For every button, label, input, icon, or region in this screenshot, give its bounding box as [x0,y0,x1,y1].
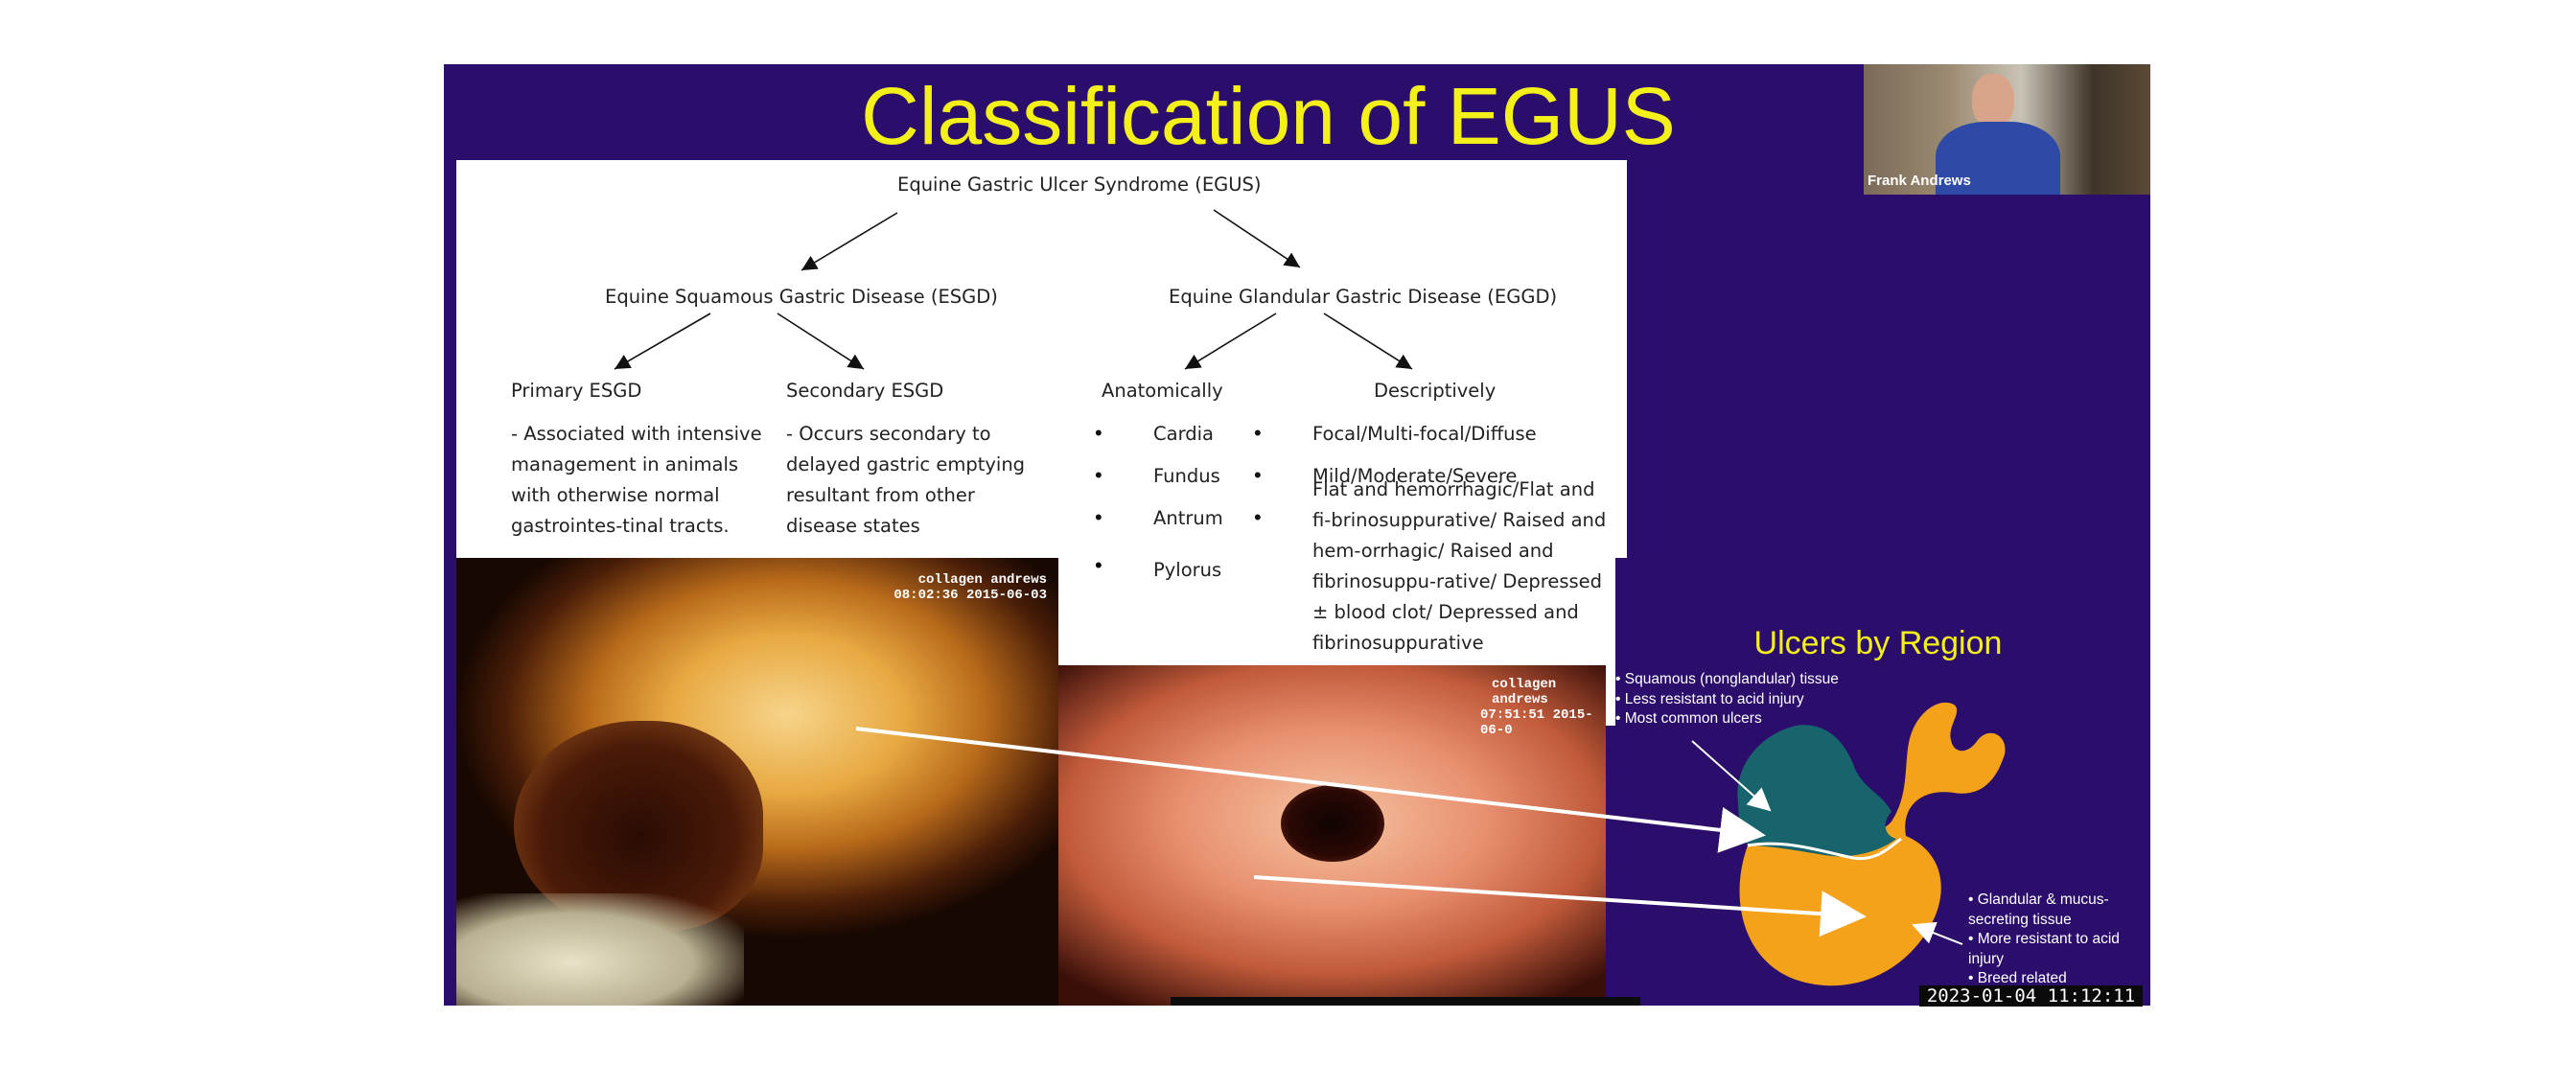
list-bullet: • [1095,421,1102,445]
eggd-node: Equine Glandular Gastric Disease (EGGD) [1169,286,1558,308]
arrow-to-esgd [801,212,898,271]
stomach-diagram [855,702,2006,986]
arrow-to-primary [614,313,711,370]
secondary-esgd-label: Secondary ESGD [786,380,944,402]
list-bullet: • [1095,505,1102,529]
arrow-to-eggd [1213,209,1301,268]
photo-datetime: 08:02:36 2015-06-03 [893,588,1047,603]
classification-chart: Equine Gastric Ulcer Syndrome (EGUS) Equ… [456,160,1627,558]
endoscopy-photo-squamous: collagen andrews 08:02:36 2015-06-03 [456,558,1058,1006]
photo-caption: collagen andrews [1492,677,1557,707]
anatomic-item: Pylorus [1153,559,1222,581]
primary-esgd-desc: - Associated with intensive management i… [511,423,762,537]
anatomically-label: Anatomically [1102,380,1223,402]
pointer-glandular [1253,875,1867,938]
arrow-to-secondary [777,313,865,370]
descriptive-item: Flat and hemorrhagic/Flat and fi-brinosu… [1312,478,1607,654]
bottom-strip [1171,997,1640,1006]
squamous-note: Most common ulcers [1615,709,1839,729]
note-pointer-squamous [1691,740,1772,812]
list-bullet: • [1254,463,1262,487]
arrow-to-descriptively [1323,313,1413,370]
squamous-notes: Squamous (nonglandular) tissue Less resi… [1615,670,1839,729]
region-border [1747,837,1902,861]
glandular-note: More resistant to acid injury [1968,930,2150,969]
descriptive-item: Focal/Multi-focal/Diffuse [1312,423,1537,445]
list-bullet: • [1254,421,1262,445]
recording-timestamp: 2023-01-04 11:12:11 [1919,985,2143,1007]
ulcers-by-region-title: Ulcers by Region [1753,625,2003,661]
esgd-node: Equine Squamous Gastric Disease (ESGD) [605,286,998,308]
squamous-note: Less resistant to acid injury [1615,690,1839,710]
root-node: Equine Gastric Ulcer Syndrome (EGUS) [897,174,1262,196]
primary-esgd-label: Primary ESGD [511,380,642,402]
descriptively-label: Descriptively [1374,380,1497,402]
chart-arrows [614,209,1413,370]
glandular-notes: Glandular & mucus-secreting tissue More … [1968,891,2150,1004]
arrow-to-anatomically [1184,313,1277,370]
list-bullet: • [1254,505,1262,529]
photo-pylorus [1281,785,1384,862]
squamous-note: Squamous (nonglandular) tissue [1615,670,1839,690]
webcam-thumbnail[interactable]: Frank Andrews [1864,64,2150,195]
squamous-region [1737,725,1896,857]
slide-title: Classification of EGUS [861,71,1676,161]
photo-overlay-text: collagen andrews 08:02:36 2015-06-03 [893,572,1047,603]
anatomic-item: Cardia [1153,423,1214,445]
pointer-squamous [855,727,1766,853]
presenter-body [1936,122,2060,195]
photo-datetime: 07:51:51 2015-06-0 [1480,707,1593,738]
endoscopy-photo-glandular: collagen andrews 07:51:51 2015-06-0 [1058,665,1606,1006]
presentation-slide: Classification of EGUS Equine Gastric Ul… [444,64,2150,1006]
note-pointer-glandular [1912,921,1963,945]
anatomic-item: Antrum [1153,507,1223,529]
anatomic-item: Fundus [1153,465,1220,487]
descriptive-item: Mild/Moderate/Severe [1312,465,1518,487]
glandular-note: Breed related [1968,969,2150,989]
list-bullet: • [1095,553,1102,577]
photo-caption: collagen andrews [917,572,1047,588]
list-bullet: • [1095,463,1102,487]
glandular-note: Glandular & mucus-secreting tissue [1968,891,2150,930]
photo-foam [456,893,744,1006]
presenter-head [1972,74,2014,127]
secondary-esgd-desc: - Occurs secondary to delayed gastric em… [786,423,1026,537]
presenter-name: Frank Andrews [1868,173,1971,189]
photo-overlay-text: collagen andrews 07:51:51 2015-06-0 [1480,677,1606,738]
